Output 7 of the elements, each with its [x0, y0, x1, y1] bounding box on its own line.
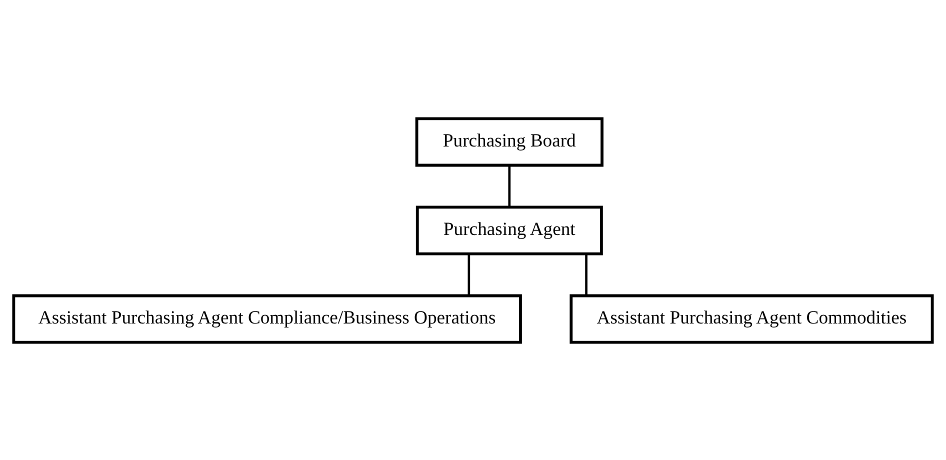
connector — [585, 254, 588, 296]
node-box: Purchasing Agent — [416, 205, 603, 255]
node-box: Assistant Purchasing Agent Commodities — [570, 294, 934, 344]
node-box: Purchasing Board — [415, 116, 604, 166]
connector — [508, 165, 511, 207]
connector — [468, 254, 470, 296]
node-box: Assistant Purchasing Agent Compliance/Business Operations — [12, 294, 522, 344]
